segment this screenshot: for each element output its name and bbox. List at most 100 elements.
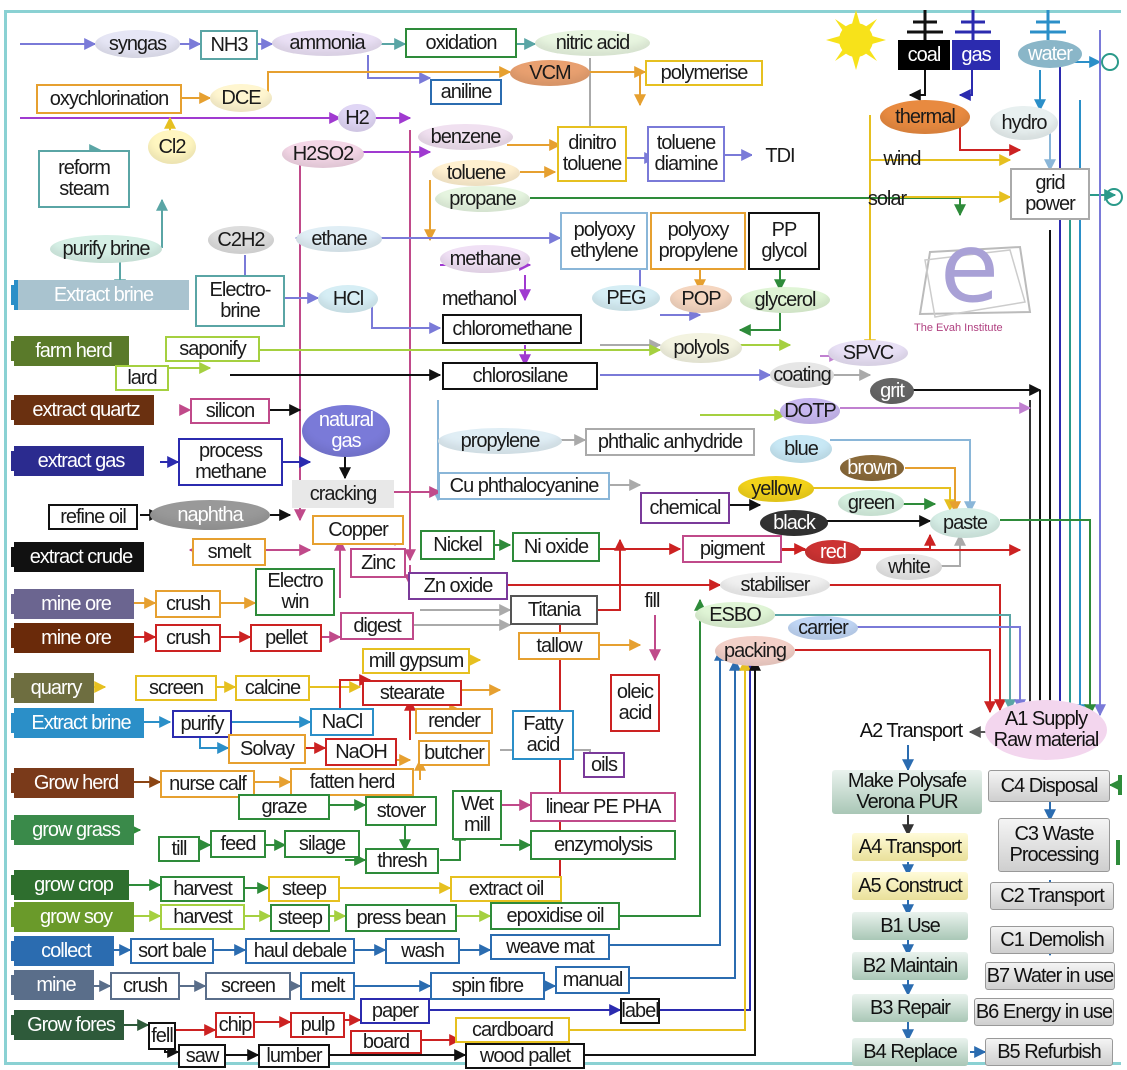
node-polymerise: polymerise xyxy=(645,60,763,86)
node-tdiamine: toluene diamine xyxy=(647,126,725,182)
node-glycerol: glycerol xyxy=(740,287,830,313)
lifecycle-c1: C1 Demolish xyxy=(990,926,1114,954)
node-aniline: aniline xyxy=(430,79,502,105)
node-feed: feed xyxy=(210,830,266,858)
node-cl2: Cl2 xyxy=(148,130,196,164)
node-crush2: crush xyxy=(155,624,221,652)
lifecycle-b7: B7 Water in use xyxy=(985,962,1115,990)
source-s12: grow crop xyxy=(14,870,129,900)
node-thresh: thresh xyxy=(365,848,439,874)
node-pellet: pellet xyxy=(250,624,322,652)
node-ppglycol: PP glycol xyxy=(748,212,820,270)
node-screen2: screen xyxy=(205,972,291,1000)
water-tower-icon xyxy=(1030,10,1066,40)
utility-coal: coal xyxy=(898,40,950,70)
source-s7: mine ore xyxy=(14,623,134,653)
node-stearate: stearate xyxy=(362,680,462,706)
lifecycle-make: Make Polysafe Verona PUR xyxy=(832,770,982,814)
node-hydro: hydro xyxy=(990,106,1058,140)
node-dinitro: dinitro toluene xyxy=(557,126,627,182)
lifecycle-a4: A4 Transport xyxy=(852,833,968,861)
source-s4: extract gas xyxy=(14,446,144,476)
node-silicon: silicon xyxy=(190,398,270,424)
node-fell: fell xyxy=(148,1022,176,1050)
sun-icon xyxy=(826,10,886,70)
node-lard: lard xyxy=(115,365,169,391)
node-phthalic: phthalic anhydride xyxy=(585,428,755,456)
lifecycle-a2: A2 Transport xyxy=(859,719,964,742)
node-melt: melt xyxy=(300,972,355,1000)
node-spvc: SPVC xyxy=(828,340,908,366)
node-nursecalf: nurse calf xyxy=(160,770,255,798)
node-weavemat: weave mat xyxy=(490,934,610,960)
node-polyoxyprop: polyoxy propylene xyxy=(650,212,746,270)
node-nitric: nitric acid xyxy=(535,30,650,56)
source-s10: Grow herd xyxy=(14,768,134,798)
source-s6: mine ore xyxy=(14,589,134,619)
node-wind: wind xyxy=(883,148,921,170)
node-vcm: VCM xyxy=(510,60,590,86)
node-copper: Copper xyxy=(312,515,404,545)
node-wash: wash xyxy=(385,938,460,964)
utility-water: water xyxy=(1018,40,1082,68)
node-enzymolysis: enzymolysis xyxy=(530,830,676,860)
node-lumber: lumber xyxy=(258,1044,330,1068)
node-pop: POP xyxy=(670,285,732,313)
node-naoh: NaOH xyxy=(325,738,397,766)
node-manual: manual xyxy=(555,966,630,994)
node-smelt: smelt xyxy=(192,538,266,566)
node-nioxide: Ni oxide xyxy=(512,532,600,562)
source-s9: Extract brine xyxy=(14,708,144,738)
node-chip: chip xyxy=(215,1012,255,1038)
source-s8: quarry xyxy=(14,673,94,703)
lifecycle-c3: C3 Waste Processing xyxy=(998,818,1110,872)
lifecycle-b4: B4 Replace xyxy=(852,1038,968,1066)
node-saw: saw xyxy=(178,1044,226,1068)
source-s16: Grow fores xyxy=(14,1010,124,1040)
source-s3: extract quartz xyxy=(14,395,154,425)
node-crush1: crush xyxy=(155,590,221,618)
node-c2h2: C2H2 xyxy=(208,226,274,254)
node-render: render xyxy=(415,708,493,734)
node-esbo: ESBO xyxy=(695,602,775,628)
node-paper: paper xyxy=(360,998,430,1024)
node-stover: stover xyxy=(365,796,437,826)
node-butcher: butcher xyxy=(418,740,490,766)
node-chemical: chemical xyxy=(640,492,730,524)
node-spinfibre: spin fibre xyxy=(430,972,545,1000)
node-oxidation: oxidation xyxy=(405,28,517,58)
node-grit: grit xyxy=(870,378,914,404)
node-propylene: propylene xyxy=(438,428,562,454)
logo-caption: The Evah Institute xyxy=(914,322,1003,334)
node-purify: purify xyxy=(172,710,232,738)
node-silage: silage xyxy=(284,830,360,858)
node-ammonia: ammonia xyxy=(272,30,382,56)
node-zinc: Zinc xyxy=(350,548,406,578)
node-znoxide: Zn oxide xyxy=(408,572,508,600)
node-white: white xyxy=(876,554,942,580)
node-fattenherd: fatten herd xyxy=(290,768,414,796)
node-cracking: cracking xyxy=(292,480,394,508)
lifecycle-c4: C4 Disposal xyxy=(988,770,1110,802)
node-till: till xyxy=(158,836,200,862)
node-h2: H2 xyxy=(338,104,376,132)
node-dce: DCE xyxy=(210,84,272,112)
node-steep1: steep xyxy=(268,876,340,902)
lifecycle-b3: B3 Repair xyxy=(852,994,968,1022)
node-graze: graze xyxy=(238,794,330,820)
source-s13: grow soy xyxy=(14,902,134,932)
node-fatty: Fatty acid xyxy=(512,710,574,760)
lifecycle-b6: B6 Energy in use xyxy=(974,998,1114,1026)
node-oils: oils xyxy=(583,752,625,778)
lifecycle-a5: A5 Construct xyxy=(852,872,968,900)
node-thermal: thermal xyxy=(880,100,970,134)
node-red: red xyxy=(805,540,861,564)
node-carrier: carrier xyxy=(788,616,858,640)
node-nacl: NaCl xyxy=(310,708,374,736)
node-h2so2: H2SO2 xyxy=(282,140,364,168)
node-gridpower: grid power xyxy=(1010,168,1090,220)
node-peg: PEG xyxy=(592,285,660,311)
coal-tower-icon xyxy=(907,10,943,40)
